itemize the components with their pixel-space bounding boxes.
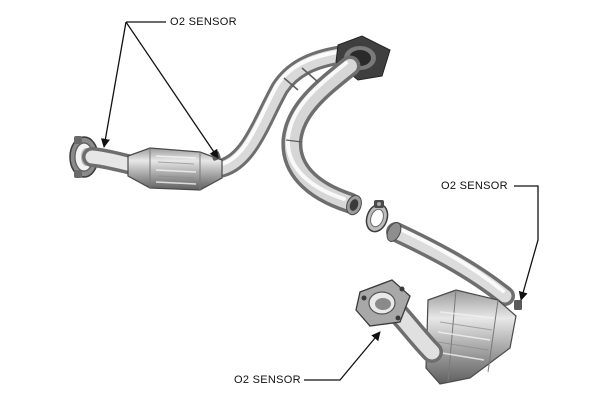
rear-pipe [386,222,515,306]
catalytic-converter-icon [127,147,223,191]
callout-leaders [100,21,539,381]
arrowhead [100,21,127,148]
right-downpipe [281,55,362,216]
o2-sensor-label-top: O2 SENSOR [170,16,237,28]
arrowhead [514,185,539,301]
o2-sensor-label-right: O2 SENSOR [441,180,508,192]
arrowhead [304,331,381,381]
flange-icon [355,279,411,327]
o2-sensor-icon [514,300,522,310]
o2-sensor-label-bottom: O2 SENSOR [234,374,301,386]
arrowhead [125,21,219,159]
left-inlet-pipe [82,147,142,175]
pipe-junction [283,67,319,143]
catalytic-converter-icon [425,289,517,385]
left-downpipe [212,45,350,178]
clamp-icon [365,200,389,233]
